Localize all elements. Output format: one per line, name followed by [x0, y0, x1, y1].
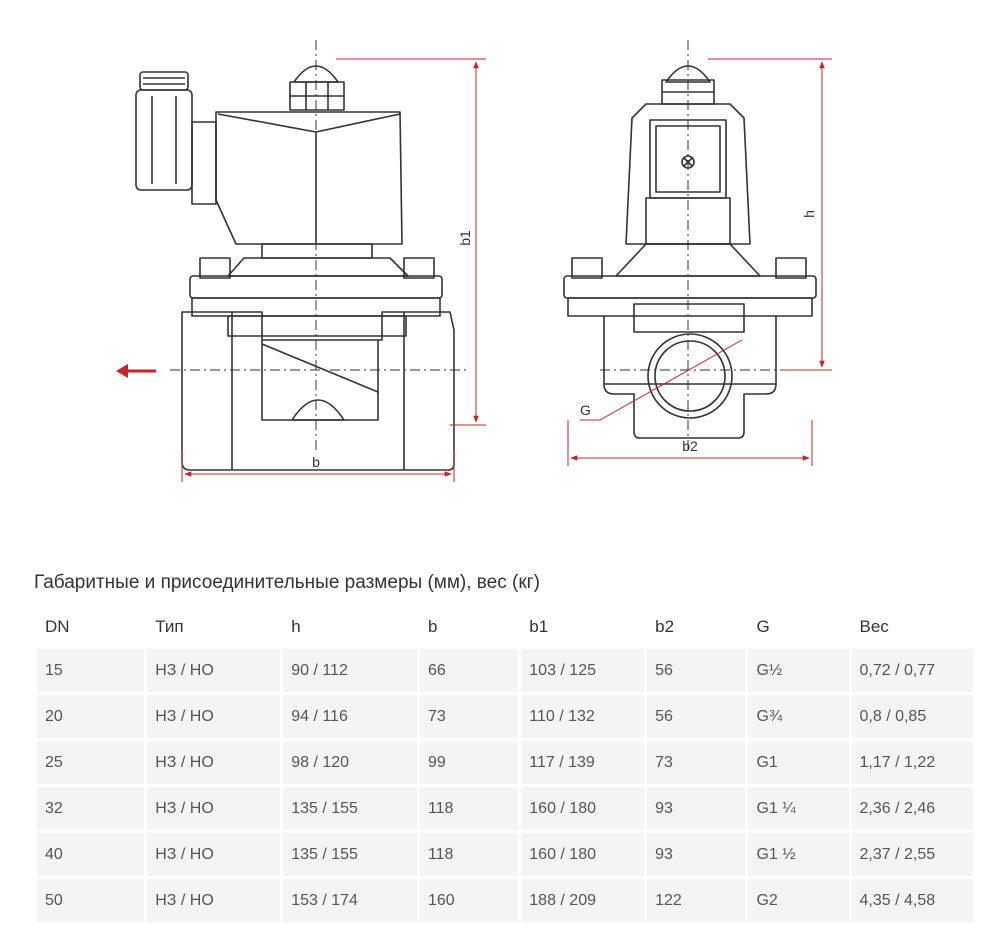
cell-b2: 56: [647, 649, 746, 692]
cell-g: G½: [748, 649, 849, 692]
cell-b: 118: [419, 787, 519, 830]
side-valve-body: [603, 303, 777, 439]
cell-type: НЗ / НО: [147, 649, 281, 692]
side-flanges: [563, 275, 817, 317]
header-g: G: [748, 606, 849, 646]
cell-b: 118: [419, 833, 519, 876]
header-type: Тип: [147, 606, 281, 646]
cell-dn: 40: [37, 833, 145, 876]
table-caption: Габаритные и присоединительные размеры (…: [34, 572, 540, 593]
connector-plug: [135, 71, 217, 205]
coil-housing: [215, 111, 403, 245]
cell-weight: 1,17 / 1,22: [851, 741, 973, 784]
front-center-lines: [170, 40, 466, 450]
cell-b1: 103 / 125: [521, 649, 645, 692]
cell-dn: 25: [37, 741, 145, 784]
top-nut: [289, 65, 345, 111]
label-h: h: [801, 210, 817, 218]
cell-h: 135 / 155: [283, 787, 417, 830]
header-b: b: [419, 606, 519, 646]
cell-b2: 122: [647, 879, 746, 922]
label-b1: b1: [457, 230, 473, 246]
cell-type: НЗ / НО: [147, 741, 281, 784]
cell-g: G2: [748, 879, 849, 922]
cell-h: 90 / 112: [283, 649, 417, 692]
cell-weight: 0,72 / 0,77: [851, 649, 973, 692]
cell-weight: 0,8 / 0,85: [851, 695, 973, 738]
cell-b1: 117 / 139: [521, 741, 645, 784]
cell-g: G1: [748, 741, 849, 784]
cell-dn: 50: [37, 879, 145, 922]
header-h: h: [283, 606, 417, 646]
valve-body: [181, 311, 455, 471]
cell-b1: 188 / 209: [521, 879, 645, 922]
label-b: b: [312, 454, 320, 470]
table-header-row: DN Тип h b b1 b2 G Вес: [37, 606, 973, 646]
cell-b2: 56: [647, 695, 746, 738]
label-G: G: [580, 402, 591, 418]
side-dimensions: [567, 58, 832, 466]
cell-h: 135 / 155: [283, 833, 417, 876]
cell-type: НЗ / НО: [147, 879, 281, 922]
cell-g: G¾: [748, 695, 849, 738]
cell-b2: 93: [647, 833, 746, 876]
header-b2: b2: [647, 606, 746, 646]
cell-dn: 15: [37, 649, 145, 692]
side-bonnet: [571, 243, 807, 279]
cell-weight: 2,37 / 2,55: [851, 833, 973, 876]
cell-b2: 73: [647, 741, 746, 784]
cell-weight: 2,36 / 2,46: [851, 787, 973, 830]
cell-b2: 93: [647, 787, 746, 830]
valve-technical-drawing: b1 b: [116, 40, 832, 482]
cell-g: G1 ¼: [748, 787, 849, 830]
front-view: [135, 65, 455, 471]
cell-weight: 4,35 / 4,58: [851, 879, 973, 922]
bonnet: [199, 243, 435, 279]
cell-dn: 20: [37, 695, 145, 738]
cell-b: 160: [419, 879, 519, 922]
cell-dn: 32: [37, 787, 145, 830]
header-weight: Вес: [851, 606, 973, 646]
header-dn: DN: [37, 606, 145, 646]
cell-h: 94 / 116: [283, 695, 417, 738]
cell-h: 153 / 174: [283, 879, 417, 922]
cell-type: НЗ / НО: [147, 833, 281, 876]
cell-h: 98 / 120: [283, 741, 417, 784]
side-view: [563, 65, 817, 439]
front-dimensions: [181, 58, 486, 482]
cell-type: НЗ / НО: [147, 695, 281, 738]
cell-g: G1 ½: [748, 833, 849, 876]
cell-b1: 160 / 180: [521, 787, 645, 830]
cell-b: 99: [419, 741, 519, 784]
cell-b1: 110 / 132: [521, 695, 645, 738]
label-b2: b2: [682, 438, 698, 454]
flow-direction-arrow: [116, 364, 156, 378]
cell-b: 73: [419, 695, 519, 738]
cell-type: НЗ / НО: [147, 787, 281, 830]
cell-b: 66: [419, 649, 519, 692]
cell-b1: 160 / 180: [521, 833, 645, 876]
header-b1: b1: [521, 606, 645, 646]
